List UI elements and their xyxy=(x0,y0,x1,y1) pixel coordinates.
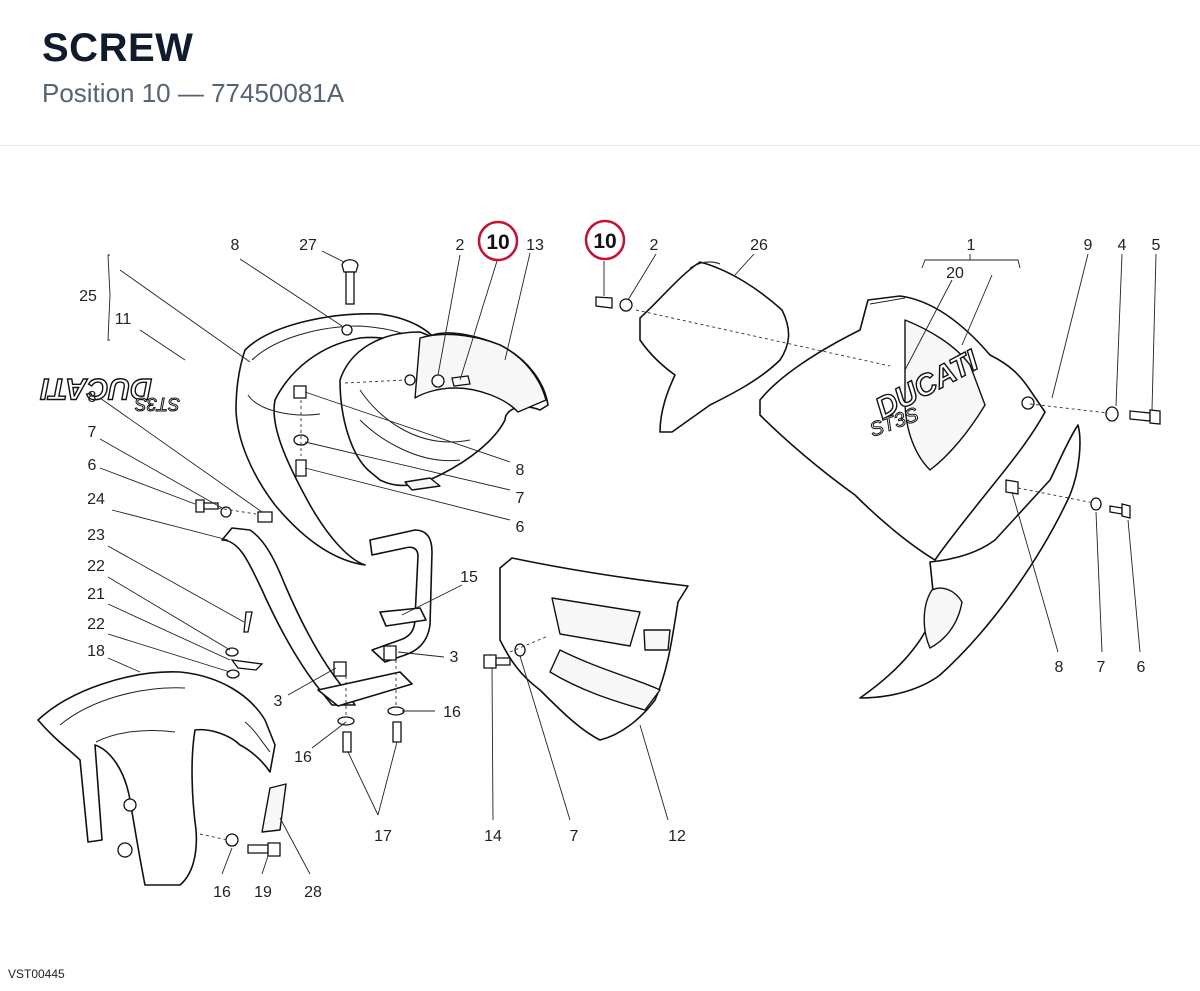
callout-15: 15 xyxy=(460,569,478,586)
callout-8-top: 8 xyxy=(231,237,240,254)
callout-8-center: 8 xyxy=(516,462,525,479)
callout-16-left: 16 xyxy=(294,749,312,766)
highlight-label-right[interactable]: 10 xyxy=(593,230,616,253)
inner-duct xyxy=(339,331,549,491)
callout-19: 19 xyxy=(254,884,272,901)
page-title: SCREW xyxy=(42,26,194,70)
lower-bracket-15 xyxy=(317,529,433,707)
callout-9: 9 xyxy=(1084,237,1093,254)
side-fairing-1: DUCATI ST3S xyxy=(759,295,1081,699)
callout-16-right: 16 xyxy=(443,704,461,721)
front-mudguard-18 xyxy=(37,671,276,886)
callout-12: 12 xyxy=(668,828,686,845)
callout-2-left: 2 xyxy=(456,237,465,254)
callout-4: 4 xyxy=(1118,237,1127,254)
hardware xyxy=(195,259,1161,857)
assembly-lines xyxy=(199,309,1109,841)
callout-25: 25 xyxy=(79,288,97,305)
callout-8-right: 8 xyxy=(1055,659,1064,676)
diagram-svg: DUCATI ST3S DUCATI ST3S xyxy=(37,219,1161,901)
callout-3-left: 3 xyxy=(274,693,283,710)
decal-11: DUCATI ST3S xyxy=(40,371,181,414)
exploded-parts-diagram: DUCATI ST3S DUCATI ST3S xyxy=(0,146,1200,991)
highlight-circle-left xyxy=(477,220,519,262)
decal-brand: DUCATI xyxy=(40,372,152,405)
callout-8-left: 8 xyxy=(88,389,97,406)
callout-3-right: 3 xyxy=(450,649,459,666)
callout-1: 1 xyxy=(967,237,976,254)
side-panel-26 xyxy=(639,261,790,433)
callout-14: 14 xyxy=(484,828,502,845)
lower-fairing-12 xyxy=(499,557,689,741)
callout-26: 26 xyxy=(750,237,768,254)
callout-22-bottom: 22 xyxy=(87,616,105,633)
callout-20: 20 xyxy=(946,265,964,282)
decal-model-left: ST3S xyxy=(135,394,180,414)
callout-7-right: 7 xyxy=(1097,659,1106,676)
callout-23: 23 xyxy=(87,527,105,544)
callout-17: 17 xyxy=(374,828,392,845)
callout-7-center: 7 xyxy=(516,490,525,507)
highlight-label-left[interactable]: 10 xyxy=(486,231,509,254)
callout-21: 21 xyxy=(87,586,105,603)
leader-lines xyxy=(99,250,1157,875)
highlight-callouts: 10 10 xyxy=(477,219,626,262)
callout-labels: 8 27 2 13 2 26 1 20 9 4 5 25 11 8 7 6 8 … xyxy=(79,237,1160,901)
highlight-circle-right xyxy=(584,219,626,261)
callout-11: 11 xyxy=(115,311,132,328)
header: SCREW Position 10 — 77450081A xyxy=(0,0,1200,146)
callout-22-top: 22 xyxy=(87,558,105,575)
callout-24: 24 xyxy=(87,491,105,508)
callout-13: 13 xyxy=(526,237,544,254)
callout-7-left: 7 xyxy=(88,424,97,441)
callout-16-bottom: 16 xyxy=(213,884,231,901)
pad-28 xyxy=(261,783,287,833)
callout-7-bottom: 7 xyxy=(570,828,579,845)
callout-28: 28 xyxy=(304,884,322,901)
page-subtitle: Position 10 — 77450081A xyxy=(42,78,345,108)
callout-6-left: 6 xyxy=(88,457,97,474)
drawing-reference: VST00445 xyxy=(8,967,65,981)
callout-27: 27 xyxy=(299,237,317,254)
callout-6-right: 6 xyxy=(1137,659,1146,676)
callout-2-right: 2 xyxy=(650,237,659,254)
callout-5: 5 xyxy=(1152,237,1161,254)
callout-6-center: 6 xyxy=(516,519,525,536)
callout-18: 18 xyxy=(87,643,105,660)
